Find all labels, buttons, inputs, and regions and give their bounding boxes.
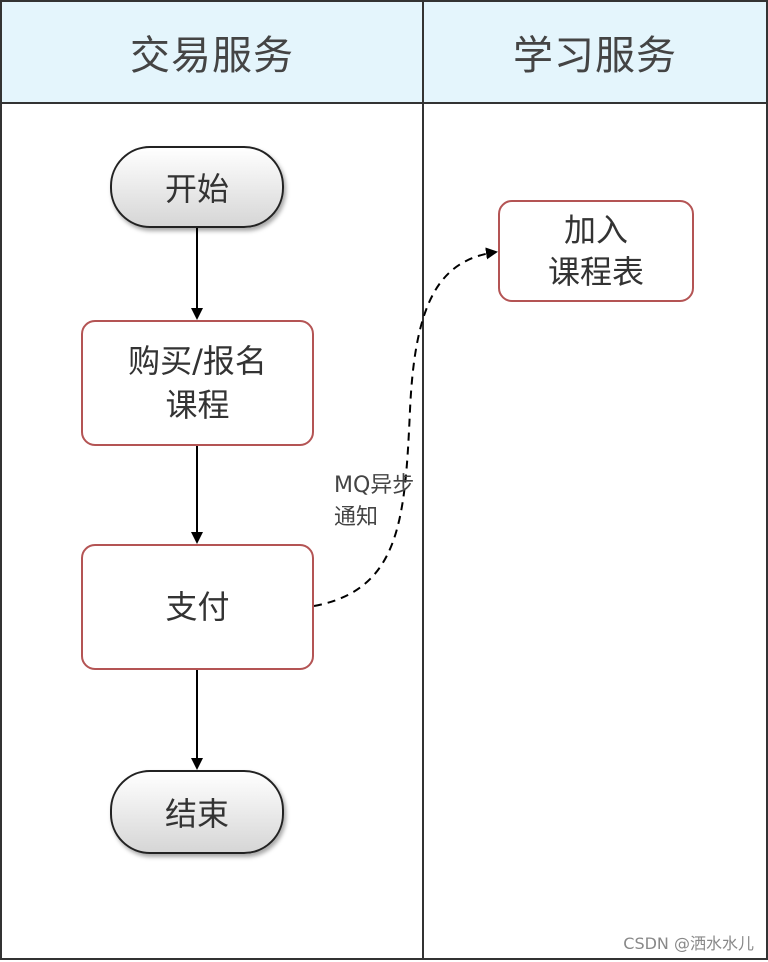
async-notify-label-line2: 通知 [334, 505, 379, 530]
lane-header-learning: 学习服务 [424, 2, 766, 104]
watermark: CSDN @洒水水儿 [623, 934, 754, 953]
purchase-node-line1: 购买/报名 [128, 342, 267, 380]
lane-learning-service: 学习服务 [422, 0, 768, 960]
async-notify-label-line1: MQ异步 [334, 473, 415, 498]
add-course-line1: 加入 [563, 211, 628, 249]
lane-trade-service: 交易服务 [0, 0, 424, 960]
start-node-label: 开始 [164, 170, 229, 208]
start-node: 开始 [110, 146, 284, 228]
add-course-line2: 课程表 [547, 253, 644, 291]
purchase-node-line2: 课程 [165, 386, 230, 424]
add-course-node: 加入 课程表 [498, 200, 694, 302]
end-node: 结束 [110, 770, 284, 854]
async-notify-label: MQ异步 通知 [334, 470, 414, 534]
pay-node: 支付 [81, 544, 314, 670]
pay-node-label: 支付 [165, 588, 230, 626]
lane-header-trade: 交易服务 [2, 2, 422, 104]
purchase-node: 购买/报名 课程 [81, 320, 314, 446]
edge-pay-to-add-course [313, 247, 498, 607]
end-node-label: 结束 [164, 795, 229, 833]
